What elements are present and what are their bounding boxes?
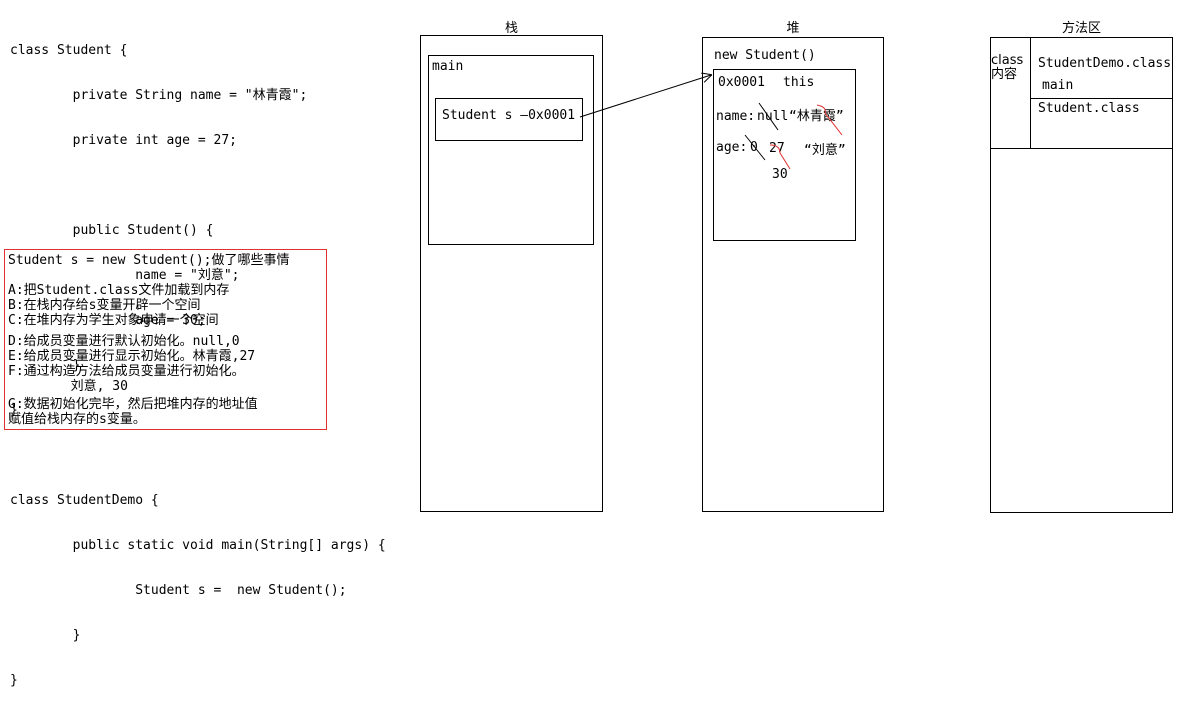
field-age-default: 0 (750, 140, 758, 155)
step-d: D:给成员变量进行默认初始化。null,0 (8, 334, 240, 349)
step-c: C:在堆内存为学生对象申请一个空间 (8, 313, 219, 328)
field-age-label: age: (716, 140, 748, 155)
stack-variable-box (435, 98, 583, 141)
code-line: } (10, 673, 18, 688)
stack-title: 栈 (504, 21, 518, 36)
heap-new-label: new Student() (714, 48, 816, 63)
steps-box: Student s = new Student();做了哪些事情 A:把Stud… (4, 249, 327, 430)
field-name-default: null (757, 109, 789, 124)
code-line (10, 178, 386, 193)
code-line: Student s = new Student(); (10, 583, 347, 598)
heap-title: 堆 (786, 21, 800, 36)
heap-this: this (783, 75, 815, 90)
stack-variable: Student s —0x0001 (442, 108, 576, 123)
heap-area (702, 37, 884, 512)
code-line: } (10, 628, 81, 643)
method-area-title: 方法区 (1061, 21, 1101, 36)
field-name-value: “林青霞” (789, 109, 844, 124)
class-entry-main: main (1042, 78, 1074, 93)
field-name-label: name: (716, 109, 756, 124)
code-line: private int age = 27; (10, 133, 237, 148)
code-line: age = 30; (10, 313, 206, 328)
step-e: E:给成员变量进行显示初始化。林青霞,27 (8, 349, 256, 364)
field-name-value-2: “刘意” (804, 143, 846, 158)
class-content-divider (1030, 37, 1031, 149)
code-line: name = "刘意"; (10, 268, 240, 283)
main-frame (428, 55, 594, 245)
code-line: } (10, 403, 18, 418)
class-label-2: 内容 (991, 67, 1018, 82)
heap-address: 0x0001 (718, 75, 765, 90)
code-line: class Student { (10, 43, 128, 58)
heap-object (713, 69, 856, 241)
step-f: F:通过构造方法给成员变量进行初始化。 (8, 364, 245, 379)
code-line: class StudentDemo { (10, 493, 159, 508)
step-g-cont: 赋值给栈内存的s变量。 (8, 412, 146, 427)
code-line (10, 448, 386, 463)
class-entry-divider (1030, 98, 1173, 99)
class-entry-student: Student.class (1038, 101, 1140, 116)
code-line: public static void main(String[] args) { (10, 538, 386, 553)
step-b: B:在栈内存给s变量开辟一个空间 (8, 298, 201, 313)
code-line: public Student() { (10, 223, 214, 238)
step-f-cont: 刘意, 30 (8, 379, 128, 394)
main-frame-label: main (432, 59, 464, 74)
step-g: G:数据初始化完毕，然后把堆内存的地址值 (8, 397, 258, 412)
class-entry-studentdemo: StudentDemo.class (1038, 56, 1172, 71)
step-a: A:把Student.class文件加载到内存 (8, 283, 230, 298)
stack-area (420, 35, 603, 512)
code-line: } (10, 358, 81, 373)
steps-title: Student s = new Student();做了哪些事情 (8, 253, 290, 268)
class-label-1: class (991, 53, 1024, 68)
field-age-value: 27 (769, 141, 785, 156)
code-line: private String name = "林青霞"; (10, 88, 308, 103)
field-age-value-2: 30 (772, 167, 788, 182)
class-content-box (990, 37, 1173, 149)
